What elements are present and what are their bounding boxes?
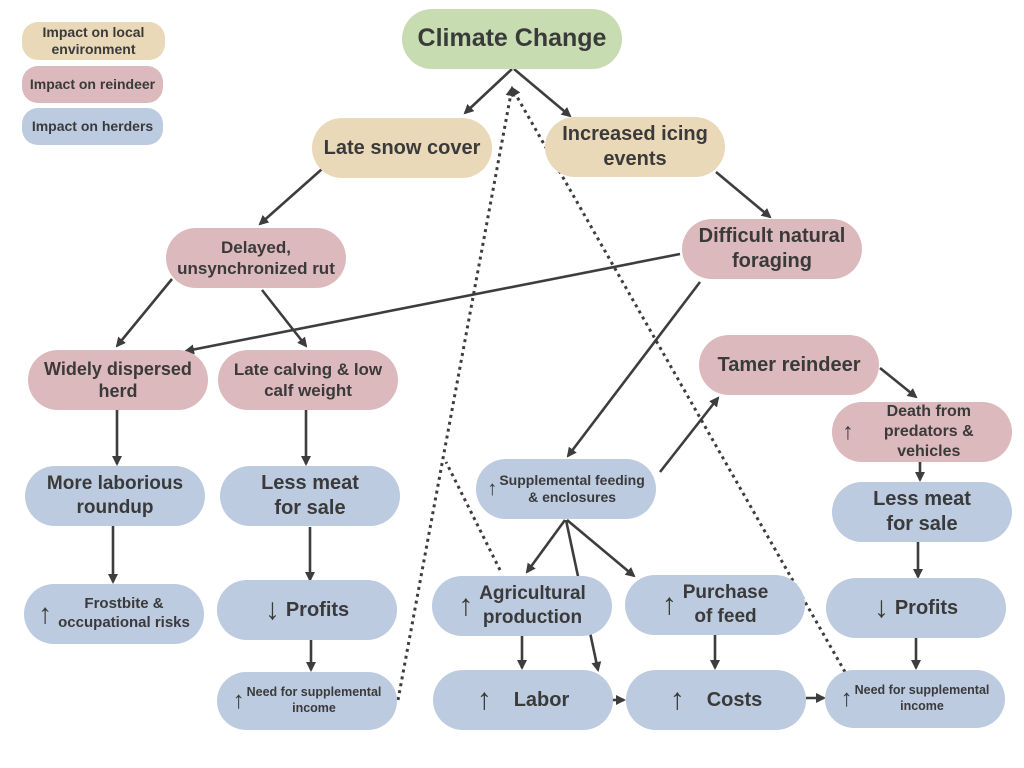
legend-reindeer-label: Impact on reindeer — [29, 76, 156, 93]
node-death-predators: ↑ Death from predators & vehicles — [832, 402, 1012, 462]
node-costs-label: Costs — [706, 688, 763, 711]
arrow-feeding-to-agri — [525, 519, 567, 574]
up-arrow-icon: ↑ — [476, 683, 492, 716]
node-need-income-2: ↑ Need for supplemental income — [825, 670, 1005, 728]
up-arrow-icon: ↑ — [458, 589, 474, 622]
node-purchase-feed-label: Purchase of feed — [682, 582, 769, 627]
node-late-snow-cover: Late snow cover — [312, 118, 492, 178]
node-difficult-foraging: Difficult natural foraging — [682, 219, 862, 279]
node-need-income-2-label: Need for supplemental income — [854, 683, 990, 713]
down-arrow-icon: ↓ — [873, 591, 889, 624]
node-laborious-roundup-label: More laborious roundup — [46, 473, 184, 518]
node-tamer-reindeer-label: Tamer reindeer — [717, 353, 861, 376]
node-frostbite: ↑ Frostbite & occupational risks — [24, 584, 204, 644]
node-profits-2: ↓ Profits — [826, 578, 1006, 638]
arrow-climate-to-latesnow — [463, 68, 513, 115]
node-need-income-1: ↑ Need for supplemental income — [217, 672, 397, 730]
up-arrow-icon: ↑ — [669, 683, 685, 716]
dotted-income2-to-climate — [510, 86, 847, 673]
node-dispersed-herd-label: Widely dispersed herd — [44, 358, 192, 402]
node-late-snow-cover-label: Late snow cover — [323, 136, 481, 159]
arrow-feeding-to-tamer — [658, 396, 720, 473]
arrow-icing-to-foraging — [715, 171, 772, 219]
legend-environment: Impact on local environment — [22, 22, 165, 60]
node-labor: ↑ Labor — [433, 670, 613, 730]
node-purchase-feed: ↑ Purchase of feed — [625, 575, 805, 635]
legend-environment-label: Impact on local environment — [42, 24, 145, 57]
node-less-meat-1-label: Less meat for sale — [261, 472, 359, 519]
node-less-meat-2: Less meat for sale — [832, 482, 1012, 542]
node-profits-2-label: Profits — [894, 596, 959, 619]
node-supplemental-feeding: ↑ Supplemental feeding & enclosures — [476, 459, 656, 519]
node-need-income-1-label: Need for supplemental income — [246, 685, 382, 715]
node-delayed-rut: Delayed, unsynchronized rut — [166, 228, 346, 288]
node-late-calving: Late calving & low calf weight — [218, 350, 398, 410]
arrow-foraging-to-feeding — [566, 281, 702, 458]
down-arrow-icon: ↓ — [264, 593, 280, 626]
up-arrow-icon: ↑ — [840, 685, 853, 712]
arrow-rut-to-calving — [260, 289, 308, 348]
up-arrow-icon: ↑ — [38, 598, 53, 629]
up-arrow-icon: ↑ — [487, 477, 498, 500]
node-death-predators-label: Death from predators & vehicles — [883, 403, 974, 460]
up-arrow-icon: ↑ — [232, 687, 245, 714]
node-increased-icing-label: Increased icing events — [562, 123, 708, 170]
node-tamer-reindeer: Tamer reindeer — [699, 335, 879, 395]
legend-herders: Impact on herders — [22, 108, 163, 145]
legend-herders-label: Impact on herders — [31, 118, 154, 135]
dotted-agri-to-upper — [444, 461, 502, 571]
up-arrow-icon: ↑ — [842, 418, 854, 445]
dotted-income1-to-climate — [396, 86, 516, 701]
node-frostbite-label: Frostbite & occupational risks — [58, 595, 190, 631]
node-costs: ↑ Costs — [626, 670, 806, 730]
arrow-climate-to-icing — [513, 68, 572, 118]
node-climate-change-label: Climate Change — [417, 24, 607, 53]
node-climate-change: Climate Change — [402, 9, 622, 69]
node-late-calving-label: Late calving & low calf weight — [233, 359, 383, 400]
node-agricultural-production: ↑ Agricultural production — [432, 576, 612, 636]
node-less-meat-1: Less meat for sale — [220, 466, 400, 526]
node-dispersed-herd: Widely dispersed herd — [28, 350, 208, 410]
arrow-foraging-to-dispersed — [184, 252, 681, 355]
node-profits-1: ↓ Profits — [217, 580, 397, 640]
node-delayed-rut-label: Delayed, unsynchronized rut — [177, 237, 335, 278]
node-profits-1-label: Profits — [285, 598, 350, 621]
node-increased-icing: Increased icing events — [545, 117, 725, 177]
node-less-meat-2-label: Less meat for sale — [873, 488, 971, 535]
legend-reindeer: Impact on reindeer — [22, 66, 163, 103]
node-difficult-foraging-label: Difficult natural foraging — [698, 225, 846, 272]
arrow-tamer-to-death — [879, 366, 918, 399]
node-agricultural-production-label: Agricultural production — [479, 583, 586, 628]
up-arrow-icon: ↑ — [661, 588, 677, 621]
arrow-latesnow-to-rut — [258, 168, 323, 226]
node-labor-label: Labor — [513, 688, 570, 711]
node-laborious-roundup: More laborious roundup — [25, 466, 205, 526]
arrow-rut-to-dispersed — [115, 278, 174, 348]
arrow-feeding-to-purchase — [566, 519, 636, 578]
node-supplemental-feeding-label: Supplemental feeding & enclosures — [499, 471, 645, 506]
